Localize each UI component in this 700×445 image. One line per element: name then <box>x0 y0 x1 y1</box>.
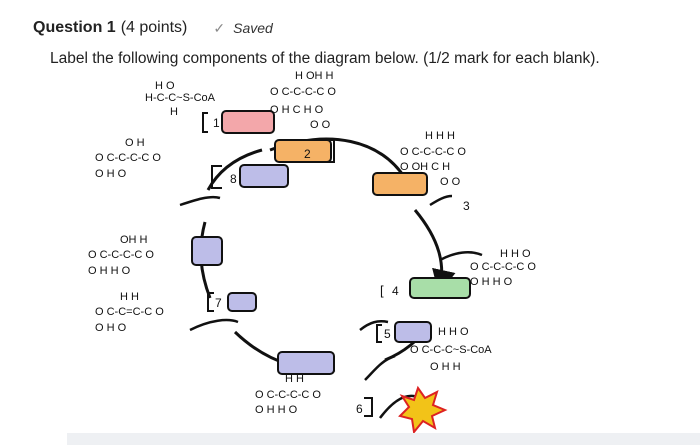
svg-text:OH H: OH H <box>120 234 148 246</box>
svg-text:H H O: H H O <box>500 248 531 260</box>
blank-7[interactable]: 7 <box>207 292 257 312</box>
saved-label: Saved <box>233 20 273 36</box>
blank-3-number: 3 <box>463 199 470 213</box>
svg-text:O H H O: O H H O <box>470 276 513 288</box>
molecule-alpha-ketoglutarate: H H O O C-C-C-C O O H H O <box>470 248 536 288</box>
svg-text:O H H O: O H H O <box>255 404 298 416</box>
blank-5-number: 5 <box>384 327 391 341</box>
molecule-oxaloacetate: O H O C-C-C-C O O H O <box>95 137 161 180</box>
svg-text:H O: H O <box>155 80 175 92</box>
svg-text:O H H: O H H <box>430 361 461 373</box>
blank-4[interactable]: [ 4 <box>380 277 471 299</box>
svg-text:O H: O H <box>125 137 145 149</box>
blank-5[interactable]: 5 <box>376 321 432 343</box>
molecule-acetyl-coa: H O H-C-C~S-CoA H <box>145 80 216 118</box>
svg-text:H H H: H H H <box>425 130 455 142</box>
svg-text:H H O: H H O <box>438 326 469 338</box>
side-arrows <box>179 194 483 419</box>
svg-text:O C-C=C-C O: O C-C=C-C O <box>95 306 164 318</box>
question-header: Question 1 (4 points) ✓ Saved <box>33 16 273 40</box>
blank-3[interactable]: 3 <box>372 172 470 213</box>
molecule-isocitrate: H H H O C-C-C-C O O OH C H O O <box>400 130 466 188</box>
svg-text:O H O: O H O <box>95 322 127 334</box>
svg-text:O H H O: O H H O <box>88 265 131 277</box>
svg-text:O H O: O H O <box>95 168 127 180</box>
svg-text:O C-C-C-C O: O C-C-C-C O <box>88 249 154 261</box>
blank-2[interactable]: 2 <box>274 139 335 163</box>
svg-text:O OH C H: O OH C H <box>400 161 450 173</box>
blank-7-number: 7 <box>215 296 222 310</box>
svg-text:H-C-C~S-CoA: H-C-C~S-CoA <box>145 92 216 104</box>
question-points: (4 points) <box>120 19 188 36</box>
bottom-bar <box>67 433 700 445</box>
molecule-succinyl-coa: H H O O C-C-C~S-CoA O H H <box>410 326 492 373</box>
saved-status: ✓ Saved <box>213 20 272 37</box>
molecule-citrate: H OH H O C-C-C-C O O H C H O O O <box>270 70 336 131</box>
blank-1[interactable]: 1 <box>202 110 275 134</box>
question-instruction: Label the following components of the di… <box>50 50 600 67</box>
molecule-fumarate: H H O C-C=C-C O O H O <box>95 291 164 334</box>
svg-text:H H: H H <box>120 291 139 303</box>
molecule-malate: OH H O C-C-C-C O O H H O <box>88 234 154 277</box>
svg-text:O C-C-C-C O: O C-C-C-C O <box>400 146 466 158</box>
blank-8-number: 8 <box>230 172 237 186</box>
svg-text:O C-C-C-C O: O C-C-C-C O <box>470 261 536 273</box>
check-icon: ✓ <box>213 19 226 36</box>
svg-text:H OH H: H OH H <box>295 70 334 82</box>
svg-text:O O: O O <box>310 119 331 131</box>
starburst-icon <box>398 385 448 435</box>
svg-text:O C-C-C-C O: O C-C-C-C O <box>270 86 336 98</box>
svg-text:O C-C-C-C O: O C-C-C-C O <box>255 389 321 401</box>
blank-1-number: 1 <box>213 116 220 130</box>
blank-2-number: 2 <box>304 147 311 161</box>
blank-4-number: 4 <box>392 284 399 298</box>
svg-text:O O: O O <box>440 176 461 188</box>
svg-text:O C-C-C~S-CoA: O C-C-C~S-CoA <box>410 344 492 356</box>
svg-text:H H: H H <box>285 373 304 385</box>
svg-text:O H C H O: O H C H O <box>270 104 324 116</box>
question-title: Question 1 <box>33 19 116 36</box>
blank-6[interactable]: 6 <box>277 351 373 417</box>
svg-text:O C-C-C-C O: O C-C-C-C O <box>95 152 161 164</box>
blank-8[interactable]: 8 <box>191 164 289 266</box>
bracket-4: [ <box>380 283 384 298</box>
molecule-succinate: H H O C-C-C-C O O H H O <box>255 373 321 416</box>
svg-text:H: H <box>170 106 178 118</box>
blank-6-number: 6 <box>356 402 363 416</box>
